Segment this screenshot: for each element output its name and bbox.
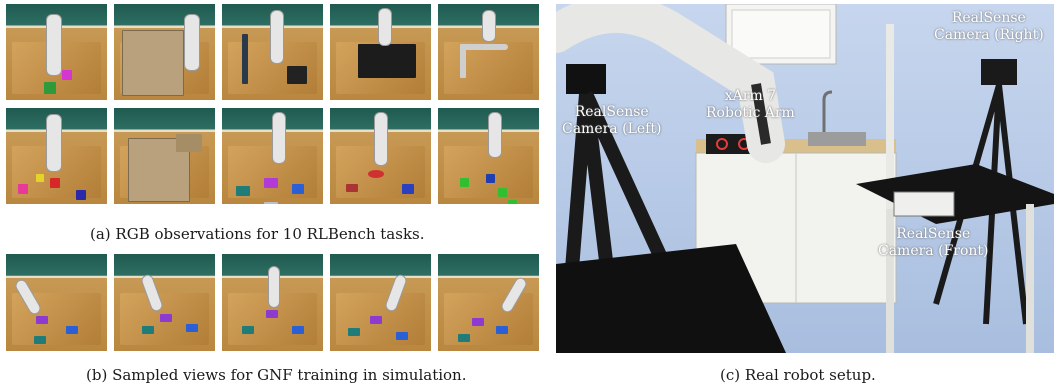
task-thumbnail-1 — [6, 4, 107, 100]
sampled-view-4 — [330, 254, 431, 351]
sampled-view-1 — [6, 254, 107, 351]
label-robot-arm-line2: Robotic Arm — [706, 105, 795, 121]
task-thumbnail-9 — [330, 108, 431, 204]
sampled-view-3 — [222, 254, 323, 351]
label-camera-front-line1: RealSense — [896, 226, 971, 242]
task-thumbnail-10 — [438, 108, 539, 204]
label-camera-left-line1: RealSense — [574, 104, 649, 120]
sampled-view-2 — [114, 254, 215, 351]
caption-real-robot: (c) Real robot setup. — [720, 366, 876, 384]
real-robot-photo: RealSense Camera (Left) xArm 7 Robotic A… — [556, 4, 1054, 353]
label-camera-front-line2: Camera (Front) — [878, 243, 989, 259]
label-camera-right-line1: RealSense — [951, 10, 1026, 26]
label-robot-arm-line1: xArm 7 — [724, 88, 777, 104]
label-camera-left-line2: Camera (Left) — [562, 121, 662, 137]
task-thumbnail-2 — [114, 4, 215, 100]
caption-rlbench: (a) RGB observations for 10 RLBench task… — [90, 225, 425, 243]
task-thumbnail-6 — [6, 108, 107, 204]
task-thumbnail-5 — [438, 4, 539, 100]
real-robot-scene — [556, 4, 1054, 353]
sampled-view-5 — [438, 254, 539, 351]
task-thumbnail-8 — [222, 108, 323, 204]
task-thumbnail-3 — [222, 4, 323, 100]
task-thumbnail-7 — [114, 108, 215, 204]
label-camera-right-line2: Camera (Right) — [934, 27, 1044, 43]
label-camera-right: RealSense Camera (Right) — [934, 10, 1044, 44]
label-camera-front: RealSense Camera (Front) — [878, 226, 989, 260]
label-robot-arm: xArm 7 Robotic Arm — [706, 88, 795, 122]
label-camera-left: RealSense Camera (Left) — [562, 104, 661, 138]
caption-sampled-views: (b) Sampled views for GNF training in si… — [86, 366, 467, 384]
task-thumbnail-4 — [330, 4, 431, 100]
